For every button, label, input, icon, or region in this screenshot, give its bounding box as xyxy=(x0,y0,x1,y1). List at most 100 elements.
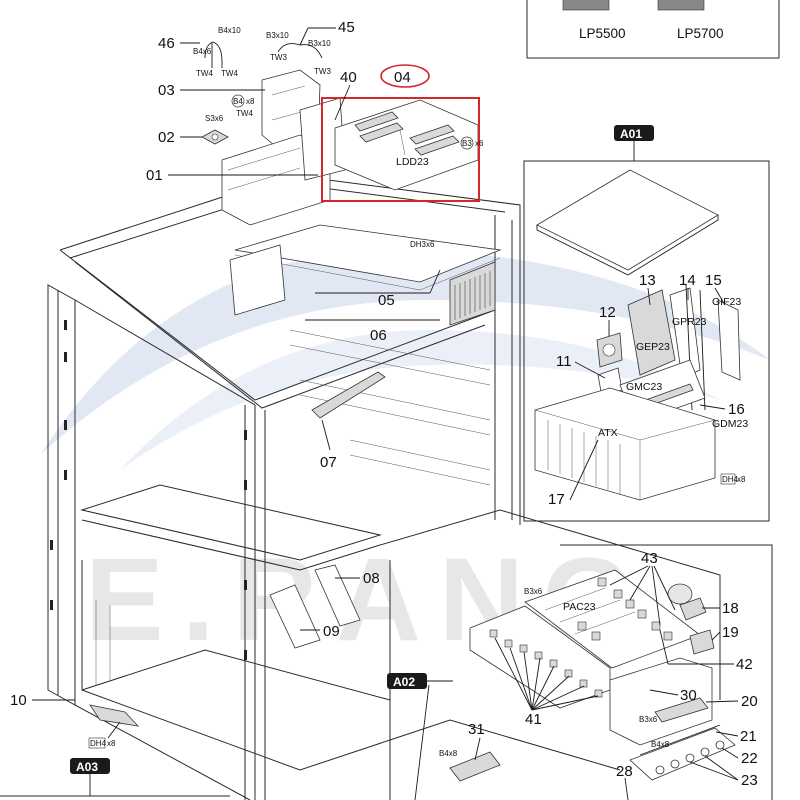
top-hardware xyxy=(201,41,346,226)
callout-12: 12 xyxy=(599,304,616,321)
a02-frame xyxy=(560,544,773,800)
callout-09: 09 xyxy=(323,623,340,640)
highlight-box xyxy=(321,97,480,202)
screw-b4x6: B4x6 xyxy=(193,47,212,56)
label-pac23: PAC23 xyxy=(563,601,596,613)
callout-11: 11 xyxy=(556,353,572,370)
highlighted-part-04: 04 LDD23 xyxy=(321,64,480,202)
ldd23-connector-2 xyxy=(359,122,404,143)
leader-ldd23 xyxy=(399,129,406,156)
screw-x8-right: x8 xyxy=(737,475,746,484)
screw-b4x10: B4x10 xyxy=(218,26,241,35)
part-31 xyxy=(449,751,501,782)
section-a03: A03 DH4 x8 xyxy=(0,721,230,797)
a01-screw-badge xyxy=(720,473,736,485)
tray-41-sockets xyxy=(489,629,603,698)
inset-model-1: LP5500 xyxy=(579,26,626,41)
ldd23-connector-3 xyxy=(409,124,455,145)
section-a02: A02 xyxy=(387,544,773,800)
callout-14: 14 xyxy=(679,272,696,289)
fan-12-hub xyxy=(602,343,616,357)
screw-b3x10-a: B3x10 xyxy=(266,31,289,40)
side-rail-2 xyxy=(349,439,491,486)
callout-30: 30 xyxy=(680,687,697,704)
frame-left-post xyxy=(47,284,76,706)
part-19 xyxy=(689,629,715,655)
card-gif23 xyxy=(717,299,741,381)
callout-23: 23 xyxy=(741,772,758,789)
callout-40: 40 xyxy=(340,69,357,86)
ldd23-connector-4 xyxy=(414,135,460,156)
cable-46 xyxy=(204,41,223,68)
bracket-30 xyxy=(609,657,713,746)
callout-08: 08 xyxy=(363,570,380,587)
callout-28: 28 xyxy=(616,763,633,780)
pac23-connectors xyxy=(577,577,673,641)
label-ldd23: LDD23 xyxy=(396,156,429,168)
callout-21: 21 xyxy=(740,728,757,745)
screw-b3x6-pac: B3x6 xyxy=(524,587,543,596)
ldd23-board xyxy=(334,99,479,191)
a02-leaders xyxy=(414,565,739,800)
panel-22 xyxy=(629,727,736,781)
callout-10: 10 xyxy=(10,692,27,709)
callout-45: 45 xyxy=(338,19,355,36)
dh4-left-leader xyxy=(107,721,121,739)
screw-x6-top: x6 xyxy=(475,139,484,148)
callout-01: 01 xyxy=(146,167,163,184)
atx-chassis xyxy=(534,387,716,501)
callout-18: 18 xyxy=(722,600,739,617)
screw-tw3-a: TW3 xyxy=(270,53,287,62)
section-a01: A01 DH4 x8 13 14 15 GIF23 GPR23 12 GEP23 xyxy=(523,125,770,522)
screw-tw4-a: TW4 xyxy=(196,69,213,78)
callout-13: 13 xyxy=(639,272,656,289)
left-post-holes xyxy=(50,320,247,660)
callout-19: 19 xyxy=(722,624,739,641)
callout-46: 46 xyxy=(158,35,175,52)
label-gmc23: GMC23 xyxy=(626,381,662,393)
callout-22: 22 xyxy=(741,750,758,767)
dh4-left-badge xyxy=(88,737,106,749)
frame-front-top-edge xyxy=(74,299,256,406)
callout-06: 06 xyxy=(370,327,387,344)
main-cabinet xyxy=(47,174,721,800)
a02-badge xyxy=(387,673,427,689)
top-plate xyxy=(234,224,502,283)
a03-badge-label: A03 xyxy=(76,760,98,774)
bottom-left-plate xyxy=(89,704,140,727)
callout-15: 15 xyxy=(705,272,722,289)
strip-20 xyxy=(654,697,709,723)
watermark-swoosh-inner xyxy=(120,330,720,470)
vent-slots xyxy=(454,271,491,320)
a01-badge xyxy=(614,125,654,141)
atx-chassis-top xyxy=(534,409,716,500)
bracket-09 xyxy=(269,584,321,649)
card-gpr23 xyxy=(669,287,701,379)
inset-model-icon-2 xyxy=(657,0,705,11)
screw-tw4-b: TW4 xyxy=(221,69,238,78)
screw-b3x6-lower: B3x6 xyxy=(639,715,658,724)
power-assembly-face xyxy=(227,147,301,191)
screw-s3x6: S3x6 xyxy=(205,114,224,123)
atx-chassis-grid xyxy=(547,420,621,494)
screw-dh3x6: DH3x6 xyxy=(410,240,435,249)
frame-center-post xyxy=(244,405,266,800)
left-bracket-block xyxy=(229,244,286,316)
frame-lower-cabinet xyxy=(81,560,391,771)
cross-bar xyxy=(311,371,386,419)
frame-lower-inner xyxy=(95,600,111,685)
watermark-swoosh xyxy=(40,249,770,455)
a02-badge-label: A02 xyxy=(393,675,415,689)
panel-22-knobs xyxy=(655,740,725,775)
callout-41: 41 xyxy=(525,711,542,728)
label-gdm23: GDM23 xyxy=(712,418,748,430)
screw-b3-top: B3 xyxy=(462,139,472,148)
a03-badge xyxy=(70,758,110,774)
bracket-08 xyxy=(314,564,361,627)
ldd23-connector-1 xyxy=(354,111,399,132)
label-gpr23: GPR23 xyxy=(672,316,707,328)
inset-model-icon-1 xyxy=(562,0,610,11)
side-rail-1 xyxy=(289,329,491,436)
screw-dh4-right: DH4 xyxy=(722,475,739,484)
